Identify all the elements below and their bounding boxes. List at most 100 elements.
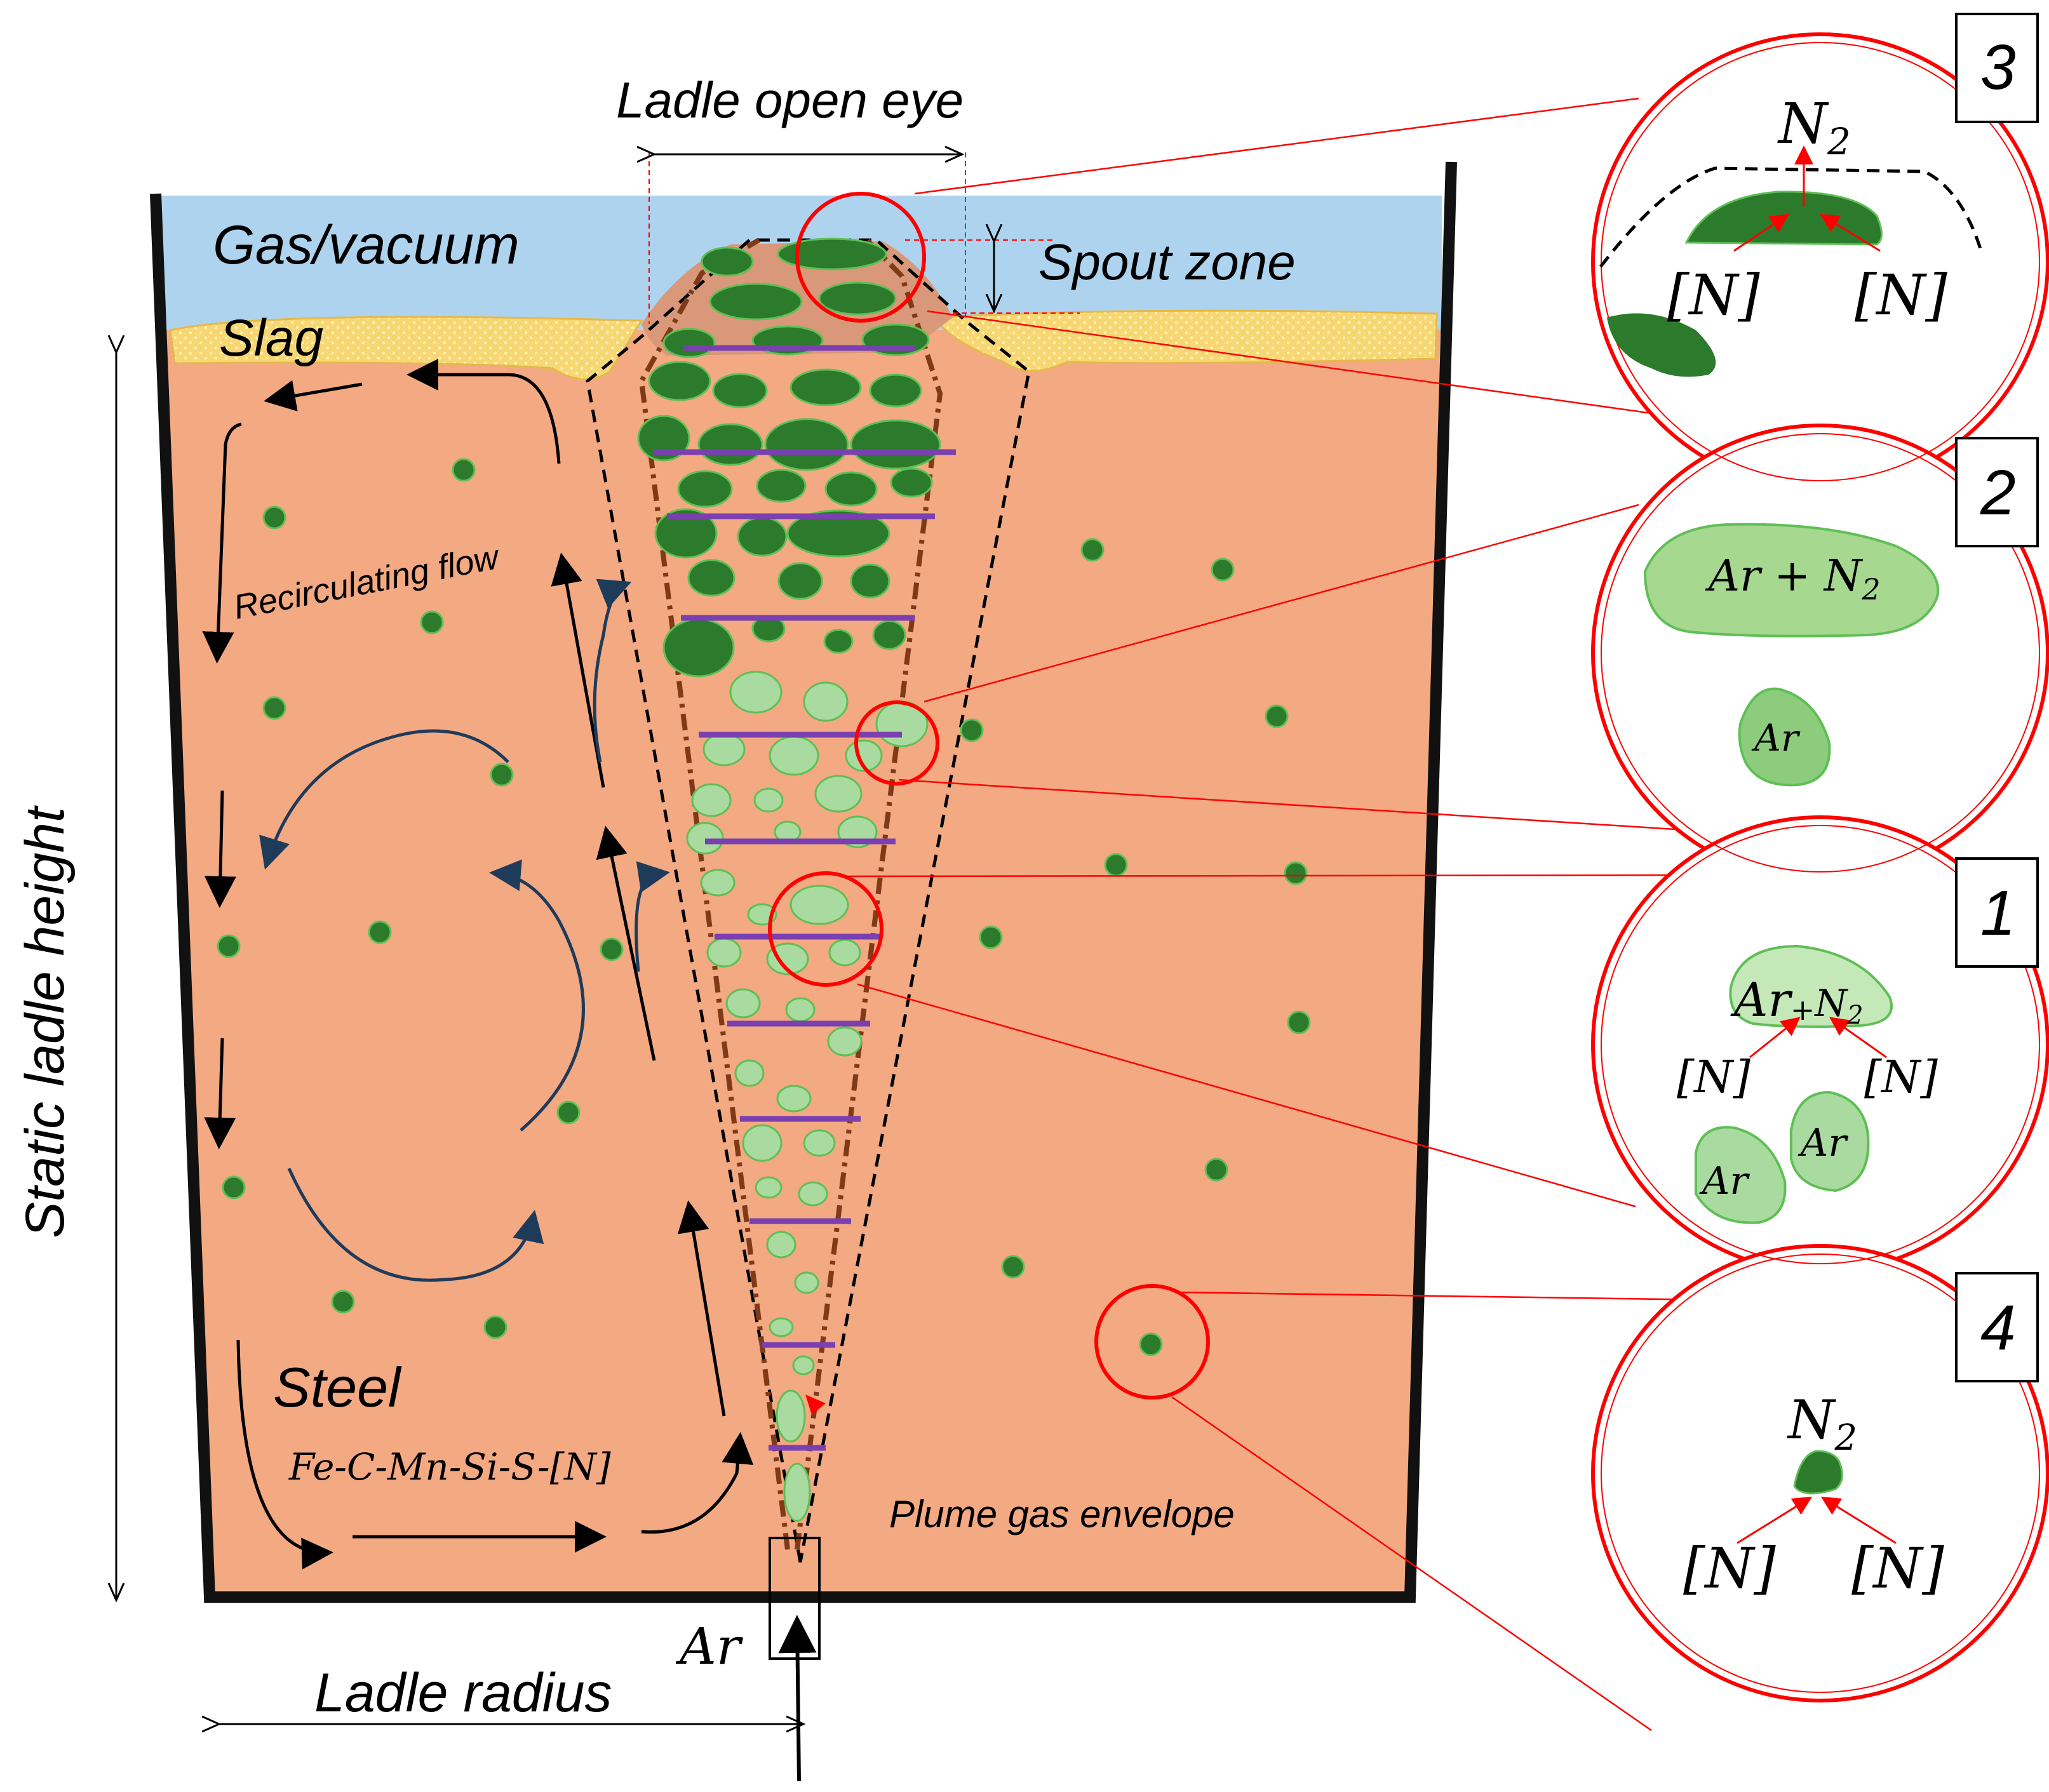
bubble-dark [869, 373, 922, 408]
flow-curve [287, 1167, 544, 1282]
flow-arrow [236, 1339, 333, 1570]
plume-gas-envelope-label: Plume gas envelope [889, 1493, 1235, 1535]
bubble-light [766, 942, 809, 975]
bubble-dark [677, 470, 733, 508]
flow-arrow [406, 359, 561, 464]
bubble-light [828, 939, 861, 966]
bubble-dark [818, 281, 897, 316]
bubble-dark [662, 328, 716, 358]
droplet [1284, 861, 1308, 885]
droplet [1211, 558, 1235, 582]
flow-arrow [596, 826, 656, 1061]
inset3-left-n: [N] [1667, 262, 1760, 328]
bubble-light [729, 671, 783, 714]
zoom-circle-3 [795, 192, 926, 323]
inset-4-number: 4 [1980, 1292, 2016, 1363]
bubble-light [700, 869, 736, 897]
bubble-dark [697, 423, 763, 466]
slag-label: Slag [219, 309, 323, 367]
droplet [556, 1100, 581, 1125]
purple-bars [654, 345, 956, 1451]
composition-label: Fe-C-Mn-Si-S-[N] [288, 1445, 611, 1488]
flow-curve [593, 578, 632, 763]
bubble-light [691, 783, 732, 817]
spout-zone-label: Spout zone [1038, 234, 1296, 290]
bubble-dark [701, 246, 754, 277]
flow-curve [635, 861, 670, 972]
inset1-mix-label: Ar+N2 [1730, 973, 1864, 1030]
inset3-surface-dashed [1599, 166, 1984, 268]
droplet [222, 1175, 246, 1200]
bubble-light [776, 1389, 806, 1443]
ladle-open-eye-label: Ladle open eye [616, 72, 964, 128]
bubble-dark [823, 629, 854, 654]
connector [898, 779, 1716, 833]
bubble-dark [786, 509, 890, 558]
droplet [420, 610, 444, 634]
bubble-dark [662, 618, 735, 678]
number-box-2 [1955, 437, 2039, 547]
bubble-dark [777, 237, 887, 271]
bubble-light [686, 822, 724, 855]
flow-arrows-blue [259, 578, 670, 1282]
plume-envelope-pointer [805, 1394, 826, 1415]
bubble-light [792, 1355, 815, 1375]
connector [1171, 1396, 1652, 1732]
droplet [452, 458, 476, 482]
plume-dashed-envelope [586, 238, 1031, 1563]
droplet [1001, 1255, 1025, 1279]
inset-1-number: 1 [1980, 878, 2016, 949]
bubble-light [803, 681, 849, 722]
connector [844, 874, 1760, 878]
droplet [331, 1290, 355, 1314]
bubble-dark [777, 562, 823, 600]
inset1-left-n: [N] [1677, 1051, 1751, 1103]
connector [927, 310, 1716, 424]
number-box-1 [1955, 857, 2039, 968]
flow-arrow [202, 422, 242, 664]
inset4-left-n: [N] [1683, 1535, 1776, 1601]
droplet [1139, 1332, 1163, 1356]
inset3-arrows [1733, 145, 1881, 252]
bubble-light [702, 732, 746, 766]
inset1-right-n: [N] [1864, 1051, 1938, 1103]
bubble-dark [789, 368, 862, 406]
bubble-dark [648, 361, 711, 401]
inset1-mix-bubble [1729, 944, 1893, 1028]
bubble-dark [709, 283, 803, 321]
bubble-light [706, 937, 742, 968]
number-box-3 [1955, 13, 2039, 123]
inset2-big-bubble [1643, 523, 1940, 638]
bubble-light [783, 1462, 811, 1522]
bubble-dark [850, 563, 890, 599]
inset2-small-bubble [1738, 687, 1831, 787]
flow-curve [489, 859, 585, 1132]
flow-arrow [264, 380, 363, 411]
droplet [979, 925, 1003, 949]
inset1-bubble-b-label: Ar [1797, 1121, 1848, 1165]
inset4-right-n: [N] [1851, 1535, 1944, 1601]
inset3-n2: N2 [1777, 91, 1851, 163]
static-ladle-height-label: Static ladle height [15, 805, 76, 1238]
zoom-circle-2 [854, 700, 939, 786]
bubble-light [794, 1271, 819, 1294]
inset1-ar-bubble-a [1695, 1126, 1787, 1224]
inset4-n2: N2 [1787, 1389, 1857, 1459]
inset4-bubble [1793, 1450, 1843, 1495]
bubble-light [734, 1059, 765, 1087]
inset1-bubble-a-label: Ar [1699, 1159, 1750, 1203]
droplet [368, 920, 392, 944]
bubble-light [785, 997, 816, 1022]
steel-droplets [217, 458, 1311, 1356]
flow-arrow [641, 1432, 754, 1534]
inset4-arrows [1737, 1496, 1897, 1544]
inset1-ar-bubble-b [1790, 1090, 1870, 1193]
inset3-right-n: [N] [1855, 262, 1947, 328]
droplet [262, 696, 286, 720]
flow-arrow [677, 1200, 726, 1417]
zoom-circle-1 [768, 871, 883, 987]
connector [857, 983, 1636, 1208]
bubble-light [789, 885, 849, 925]
inset2-small-bubble-label: Ar [1751, 716, 1801, 759]
